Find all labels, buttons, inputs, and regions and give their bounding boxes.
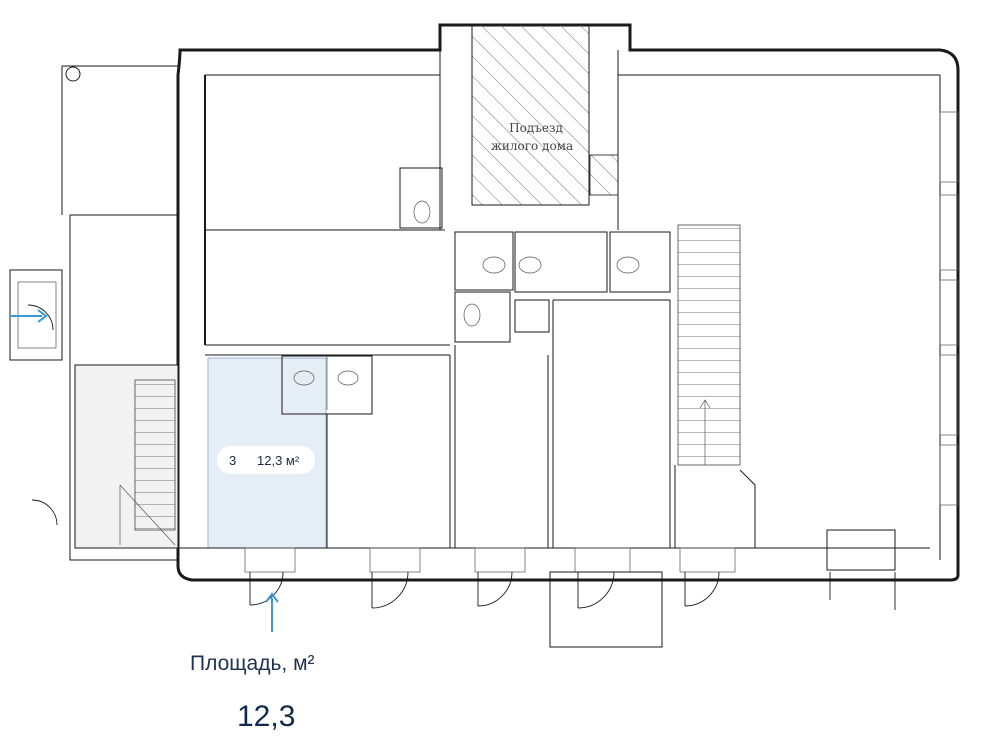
bottom-ramp (549, 571, 663, 648)
wc-core-2 (514, 231, 608, 293)
area-caption: Площадь, м² (190, 652, 315, 675)
area-value: 12,3 (237, 700, 296, 733)
window-right-3 (939, 279, 959, 346)
wc-top (399, 167, 443, 229)
entrance-arrow-left (10, 309, 48, 323)
wc-core-3 (609, 231, 671, 293)
column-marker (65, 66, 81, 82)
window-right-5 (939, 444, 959, 506)
entrance-label-line2: жилого дома (491, 139, 573, 153)
unit-area: 12,3 м² (257, 452, 300, 468)
entrance-label-line1: Подъезд (509, 121, 563, 135)
left-annex (62, 65, 179, 561)
window-right-1 (939, 111, 959, 183)
unit-3-label[interactable]: 3 12,3 м² (217, 446, 315, 474)
unit-number: 3 (229, 452, 237, 468)
wc-core-1 (454, 231, 514, 291)
right-stairs (677, 224, 741, 466)
window-right-2 (939, 194, 959, 271)
window-right-4 (939, 354, 959, 436)
wc-core-4 (454, 291, 511, 343)
entrance-arrow-unit-3 (265, 592, 279, 632)
shaft (514, 299, 550, 333)
residential-entrance-area (471, 24, 590, 206)
right-entrance-porch (826, 529, 896, 571)
left-stairs (134, 379, 176, 531)
